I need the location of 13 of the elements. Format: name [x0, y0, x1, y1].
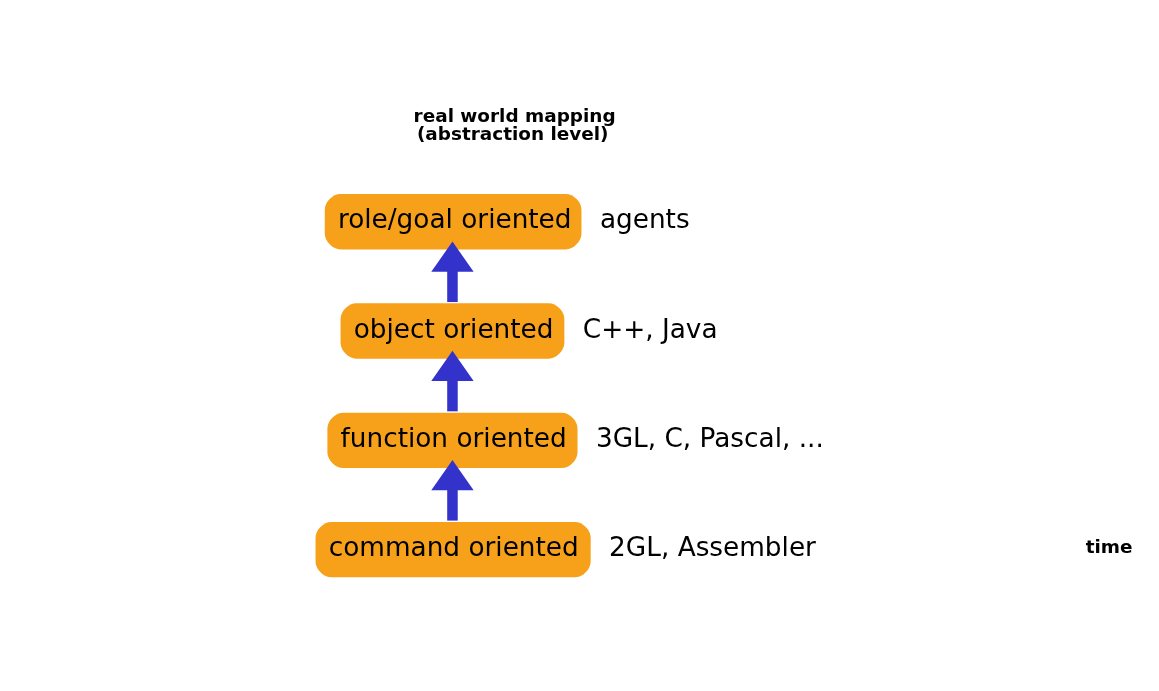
node-label: 2GL, Assembler — [609, 532, 816, 563]
node-label: 3GL, C, Pascal, ... — [595, 422, 824, 453]
node-label: agents — [599, 204, 690, 235]
node-box: role/goal oriented — [324, 194, 582, 250]
arrow — [431, 241, 474, 303]
arrow — [431, 460, 474, 521]
arrow — [431, 350, 474, 412]
node-label: C++, Java — [582, 313, 718, 344]
node-box: object oriented — [340, 303, 565, 359]
label: time — [1085, 536, 1133, 558]
node-box: function oriented — [327, 412, 578, 468]
node-box: command oriented — [315, 521, 591, 578]
label: real world mapping — [413, 104, 616, 126]
